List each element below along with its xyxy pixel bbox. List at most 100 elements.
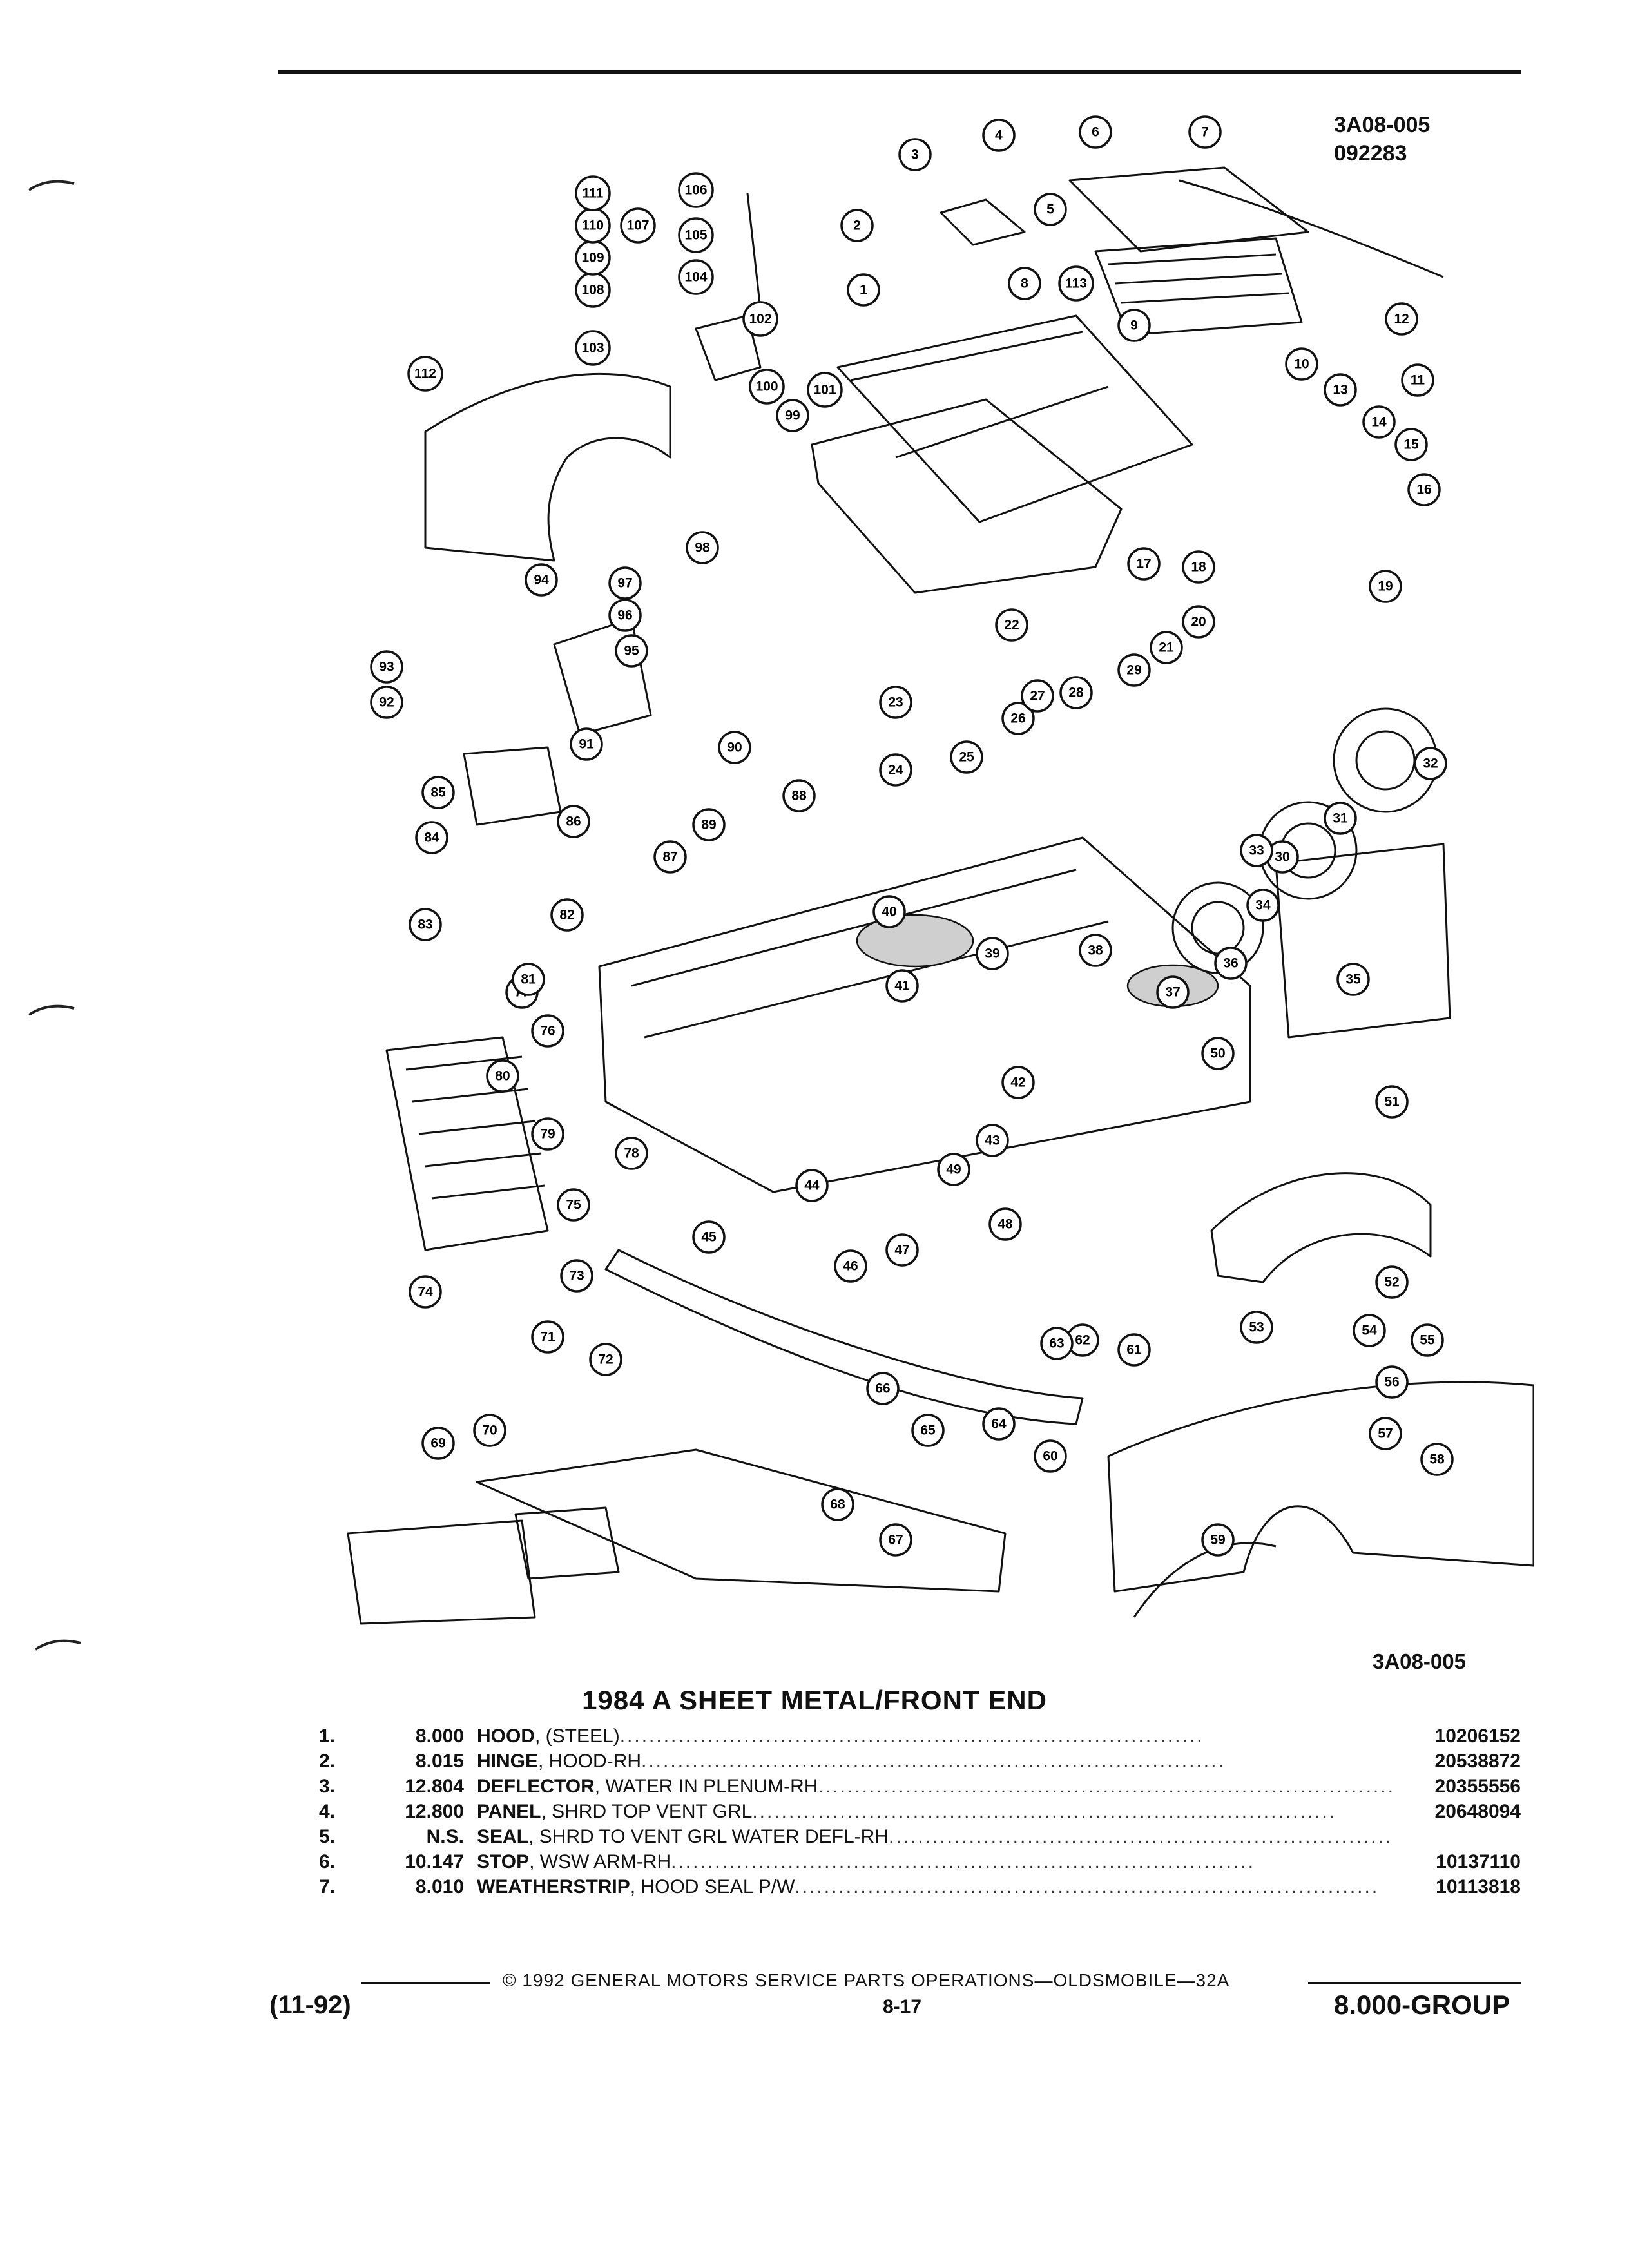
svg-text:13: 13	[1333, 383, 1347, 398]
part-name: WEATHERSTRIP	[477, 1876, 630, 1898]
svg-text:96: 96	[617, 608, 632, 623]
part-description: WEATHERSTRIP , HOOD SEAL P/W ...........…	[477, 1874, 1392, 1899]
svg-text:101: 101	[813, 383, 836, 398]
item-number: 7.	[318, 1876, 335, 1898]
callout-70: 70	[473, 1414, 506, 1447]
svg-text:72: 72	[598, 1352, 613, 1367]
svg-text:68: 68	[830, 1497, 845, 1512]
callout-69: 69	[421, 1427, 455, 1460]
svg-text:88: 88	[791, 789, 807, 803]
svg-text:61: 61	[1126, 1343, 1142, 1358]
callout-88: 88	[782, 779, 816, 812]
svg-text:112: 112	[414, 367, 436, 381]
svg-text:81: 81	[521, 972, 536, 987]
svg-text:79: 79	[540, 1127, 555, 1142]
hood-outline	[836, 314, 1193, 523]
callout-4: 4	[982, 119, 1016, 152]
diagram-reference-bottom: 3A08-005	[1373, 1649, 1466, 1673]
group-code-cell: N.S.	[426, 1826, 464, 1847]
callout-40: 40	[872, 895, 906, 928]
part-name: STOP	[477, 1851, 530, 1872]
svg-text:32: 32	[1423, 756, 1438, 771]
part-detail: , SHRD TOP VENT GRL	[541, 1801, 753, 1822]
svg-text:23: 23	[888, 695, 903, 710]
svg-text:90: 90	[727, 740, 742, 755]
svg-text:35: 35	[1345, 972, 1361, 987]
svg-text:52: 52	[1384, 1275, 1399, 1290]
callout-82: 82	[550, 898, 584, 932]
callout-11: 11	[1401, 363, 1434, 397]
svg-text:56: 56	[1384, 1375, 1399, 1390]
svg-text:74: 74	[418, 1285, 433, 1300]
callout-95: 95	[615, 634, 648, 668]
svg-text:71: 71	[540, 1330, 555, 1345]
callout-42: 42	[1001, 1066, 1035, 1099]
callout-49: 49	[937, 1153, 970, 1186]
svg-text:92: 92	[379, 695, 394, 710]
page-title: 1984 A SHEET METAL/FRONT END	[582, 1685, 1047, 1715]
condenser-outline	[1275, 843, 1451, 1039]
svg-text:59: 59	[1210, 1533, 1225, 1548]
callout-73: 73	[560, 1259, 593, 1293]
callout-64: 64	[982, 1407, 1016, 1441]
svg-text:10: 10	[1294, 357, 1309, 372]
callout-6: 6	[1079, 115, 1112, 149]
svg-text:41: 41	[894, 979, 910, 994]
svg-text:12: 12	[1394, 312, 1409, 327]
callout-106: 106	[678, 172, 714, 208]
part-name: DEFLECTOR	[477, 1776, 595, 1797]
callout-41: 41	[885, 969, 919, 1003]
svg-text:43: 43	[985, 1133, 999, 1148]
part-detail: , SHRD TO VENT GRL WATER DEFL-RH	[528, 1826, 889, 1847]
svg-text:26: 26	[1010, 711, 1025, 726]
svg-text:70: 70	[482, 1423, 497, 1438]
copyright-notice: © 1992 GENERAL MOTORS SERVICE PARTS OPER…	[503, 1970, 1230, 1990]
group-code-cell: 12.800	[405, 1801, 464, 1822]
leader-dots: ........................................…	[752, 1801, 1337, 1822]
callout-59: 59	[1201, 1523, 1235, 1557]
part-number: 20355556	[1434, 1776, 1521, 1797]
callout-52: 52	[1375, 1265, 1409, 1299]
reference-date: 092283	[1334, 141, 1407, 166]
part-description: HINGE , HOOD-RH ........................…	[477, 1749, 1392, 1774]
leader-dots: ........................................…	[619, 1725, 1204, 1747]
svg-text:105: 105	[684, 228, 707, 243]
svg-text:69: 69	[430, 1436, 445, 1451]
callout-24: 24	[879, 753, 912, 787]
part-name: PANEL	[477, 1801, 541, 1822]
callout-3: 3	[898, 138, 932, 171]
svg-text:29: 29	[1126, 663, 1141, 678]
svg-text:18: 18	[1191, 560, 1206, 575]
callout-15: 15	[1394, 428, 1428, 461]
callout-109: 109	[575, 240, 611, 276]
callout-74: 74	[409, 1275, 442, 1309]
part-detail: , HOOD-RH	[538, 1751, 642, 1772]
callout-13: 13	[1324, 373, 1357, 407]
item-number: 2.	[318, 1751, 335, 1772]
callout-26: 26	[1001, 702, 1035, 735]
leader-dots: ........................................…	[671, 1851, 1255, 1872]
callout-107: 107	[620, 207, 656, 244]
callout-31: 31	[1324, 802, 1357, 835]
callout-16: 16	[1407, 473, 1441, 506]
callout-14: 14	[1362, 405, 1396, 439]
svg-text:9: 9	[1130, 318, 1138, 333]
callout-96: 96	[608, 599, 642, 632]
part-detail: , HOOD SEAL P/W	[630, 1876, 795, 1898]
part-name: SEAL	[477, 1826, 529, 1847]
callout-45: 45	[692, 1220, 726, 1254]
fender-lh-outline	[424, 372, 671, 562]
callout-76: 76	[531, 1014, 564, 1048]
wheel-opening-molding	[1133, 1542, 1277, 1618]
callout-68: 68	[821, 1488, 854, 1521]
callout-35: 35	[1336, 963, 1370, 996]
callout-79: 79	[531, 1117, 564, 1151]
svg-text:24: 24	[888, 763, 903, 778]
svg-text:55: 55	[1420, 1333, 1435, 1348]
leader-dots: ........................................…	[795, 1876, 1380, 1898]
vent-grille-outline	[1094, 237, 1303, 336]
